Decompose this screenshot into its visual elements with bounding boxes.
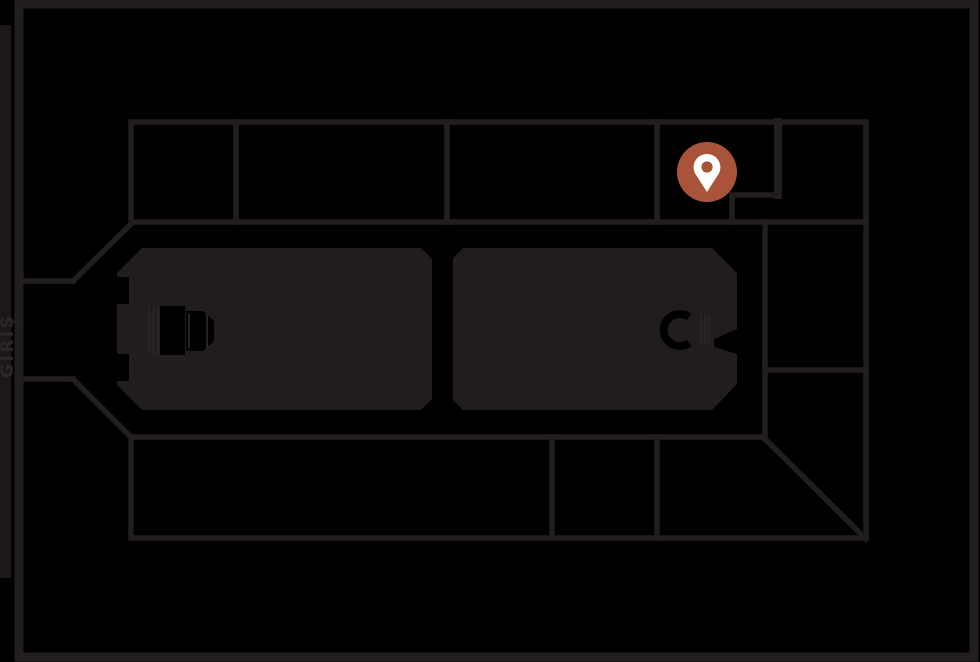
location-pin-marker[interactable] [677, 142, 737, 202]
outer-wall [14, 0, 979, 662]
chamfer-diagonal-bottom-right [759, 433, 870, 543]
booth-right-stair-lines [700, 315, 710, 345]
top-rooms-outline [128, 119, 869, 225]
booth-right-edge-notch [714, 329, 737, 354]
location-pin-icon-hole [701, 161, 713, 173]
top-room-row [128, 118, 869, 225]
bottom-rooms-outline [128, 434, 868, 541]
entrance-chamfer-bottom [69, 375, 135, 441]
booths-group [117, 248, 737, 410]
booth-left [117, 248, 432, 410]
entrance-chamfer-top [69, 220, 135, 285]
booth-left-notch-bottom [114, 354, 129, 381]
left-edge-strip [0, 25, 11, 578]
bottom-room-row [128, 434, 868, 541]
location-pin-icon [693, 154, 721, 192]
booth-right [453, 248, 737, 410]
right-room-column [759, 219, 870, 543]
booth-symbols [114, 277, 737, 381]
entrance-label: GİRİŞ [0, 314, 18, 378]
entrance-corridor [16, 220, 135, 441]
booth-left-stair-lines [148, 307, 208, 355]
booth-left-notch-top [114, 277, 129, 304]
booth-left-door-cutout [160, 306, 185, 355]
booth-right-arc-cutout [659, 310, 692, 350]
walls-group [14, 0, 979, 662]
